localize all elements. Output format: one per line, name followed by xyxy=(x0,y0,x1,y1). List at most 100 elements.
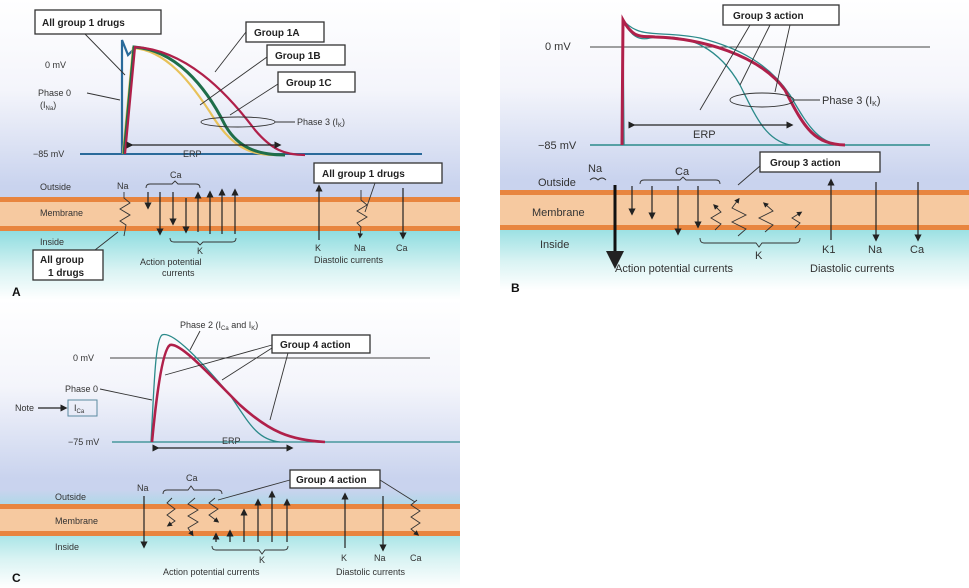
box-group-1c: Group 1C xyxy=(229,71,356,116)
k-label-c: K xyxy=(259,555,265,565)
membrane-label-c: Membrane xyxy=(55,516,98,526)
note-current-label-c: ICa xyxy=(74,403,85,415)
curve-control-b xyxy=(621,18,846,146)
phase0-label-a: Phase 0 xyxy=(38,88,71,98)
ap-currents-label-a-1: Action potential xyxy=(140,257,202,267)
box-all-group1-bottom: All group 1 drugs xyxy=(32,231,119,281)
curve-group-1c xyxy=(122,45,286,157)
panel-letter-c: C xyxy=(12,571,21,585)
curve-group4-c xyxy=(150,343,326,444)
phase3-label-b: Phase 3 (IK) xyxy=(822,95,880,108)
curve-group-1a xyxy=(123,45,306,157)
ap-current-arrows-b xyxy=(606,185,803,269)
rest-mv-label-b: −85 mV xyxy=(538,140,577,152)
k-brace-a xyxy=(169,237,237,246)
outside-label-b: Outside xyxy=(538,177,576,189)
ap-current-arrows-c xyxy=(166,490,291,542)
membrane-band-a xyxy=(0,197,460,231)
panel-a: 0 mV Phase 0 (INa) −85 mV All group 1 dr… xyxy=(0,0,460,300)
diastolic-na-label-c: Na xyxy=(374,553,386,563)
diastolic-currents-label-c: Diastolic currents xyxy=(336,567,406,577)
curve-control xyxy=(120,39,136,154)
ca-brace-a xyxy=(145,180,201,189)
svg-text:Group 3 action: Group 3 action xyxy=(733,11,804,22)
diastolic-k1-label-b: K1 xyxy=(822,244,835,256)
panel-b: 0 mV −85 mV Group 3 action Phase 3 (IK) … xyxy=(500,0,969,295)
k-label-a: K xyxy=(197,246,203,256)
svg-text:Group 4 action: Group 4 action xyxy=(280,340,351,351)
ap-currents-label-b: Action potential currents xyxy=(615,263,734,275)
outside-label-a: Outside xyxy=(40,182,71,192)
diastolic-na-label-a: Na xyxy=(354,243,366,253)
note-box-c xyxy=(67,399,98,417)
na-label-a: Na xyxy=(117,181,129,191)
box-group3-top: Group 3 action xyxy=(699,4,840,111)
box-group4-top: Group 4 action xyxy=(164,334,371,421)
svg-text:All group 1 drugs: All group 1 drugs xyxy=(322,169,405,180)
phase3-label-a: Phase 3 (IK) xyxy=(297,117,345,129)
curve-control-c xyxy=(150,333,281,443)
erp-label-b: ERP xyxy=(693,129,716,141)
ap-current-arrows-a xyxy=(144,188,239,236)
inside-label-c: Inside xyxy=(55,542,79,552)
na-label-c: Na xyxy=(137,483,149,493)
rest-mv-label-a: −85 mV xyxy=(33,149,64,159)
box-group4-bottom: Group 4 action xyxy=(217,469,416,503)
svg-text:All group: All group xyxy=(40,255,84,266)
na-brace-b xyxy=(589,177,607,181)
svg-text:1 drugs: 1 drugs xyxy=(48,268,85,279)
box-group3-bottom: Group 3 action xyxy=(737,151,881,186)
svg-text:Group 3 action: Group 3 action xyxy=(770,158,841,169)
svg-text:Group 1A: Group 1A xyxy=(254,28,300,39)
erp-label-c: ERP xyxy=(222,436,241,446)
membrane-label-b: Membrane xyxy=(532,207,585,219)
phase0-label-c: Phase 0 xyxy=(65,384,98,394)
inside-label-b: Inside xyxy=(540,239,569,251)
diastolic-na-label-b: Na xyxy=(868,244,883,256)
phase2-label-c: Phase 2 (ICa and IK) xyxy=(180,320,258,332)
ap-currents-label-a-2: currents xyxy=(162,268,195,278)
ca-label-c: Ca xyxy=(186,473,198,483)
diastolic-k-label-a: K xyxy=(315,243,321,253)
curve-group-1b xyxy=(121,46,276,157)
panel-letter-b: B xyxy=(511,281,520,295)
ca-brace-c xyxy=(162,485,223,495)
erp-label-a: ERP xyxy=(183,149,202,159)
k-label-b: K xyxy=(755,250,763,262)
ca-label-b: Ca xyxy=(675,166,690,178)
svg-text:Group 4 action: Group 4 action xyxy=(296,475,367,486)
diastolic-currents-label-a: Diastolic currents xyxy=(314,255,384,265)
inside-label-a: Inside xyxy=(40,237,64,247)
diastolic-k-label-c: K xyxy=(341,553,347,563)
ca-label-a: Ca xyxy=(170,170,182,180)
na-wavy-arrow-a xyxy=(119,192,131,237)
diastolic-arrows-a xyxy=(315,184,407,240)
box-group-1b: Group 1B xyxy=(199,44,346,106)
curve-group3-b xyxy=(620,14,846,147)
svg-text:All group 1 drugs: All group 1 drugs xyxy=(42,18,125,29)
box-group-1a: Group 1A xyxy=(214,21,325,73)
k-brace-b xyxy=(699,237,801,248)
svg-text:Group 1B: Group 1B xyxy=(275,51,321,62)
zero-mv-label-b: 0 mV xyxy=(545,41,571,53)
box-all-group1-right: All group 1 drugs xyxy=(313,162,443,213)
diastolic-arrows-c xyxy=(341,492,421,552)
zero-mv-label-c: 0 mV xyxy=(73,353,94,363)
note-label-c: Note xyxy=(15,403,34,413)
k-brace-c xyxy=(211,545,289,555)
panel-letter-a: A xyxy=(12,285,21,299)
outside-label-c: Outside xyxy=(55,492,86,502)
diastolic-currents-label-b: Diastolic currents xyxy=(810,263,895,275)
panel-c: Phase 2 (ICa and IK) 0 mV Phase 0 Note I… xyxy=(0,300,460,588)
ap-currents-label-c: Action potential currents xyxy=(163,567,260,577)
rest-mv-label-c: −75 mV xyxy=(68,437,99,447)
diastolic-arrows-b xyxy=(827,178,922,242)
diastolic-ca-label-b: Ca xyxy=(910,244,925,256)
ca-brace-b xyxy=(639,176,721,185)
zero-mv-label-a: 0 mV xyxy=(45,60,66,70)
na-label-b: Na xyxy=(588,163,603,175)
svg-text:Group 1C: Group 1C xyxy=(286,78,332,89)
diastolic-ca-label-a: Ca xyxy=(396,243,408,253)
